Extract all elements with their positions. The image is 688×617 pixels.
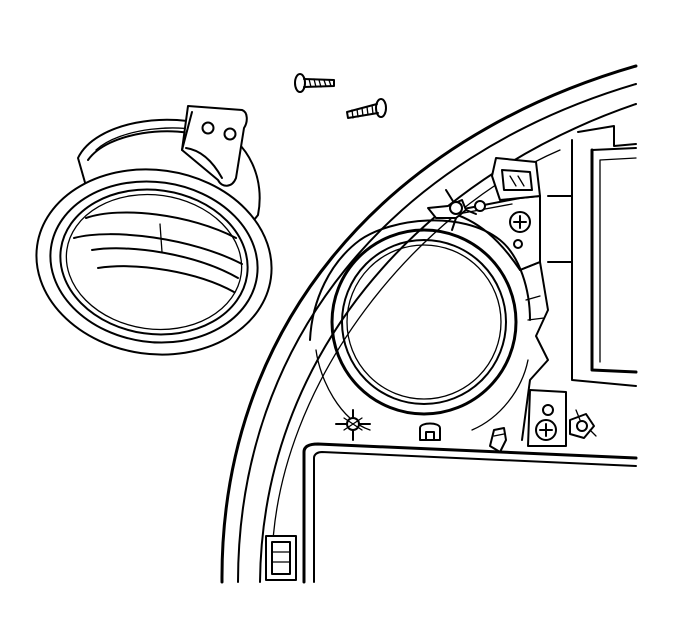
retainer-clip-icon — [265, 535, 297, 581]
screw-upper-icon — [294, 73, 335, 93]
instrument-panel — [220, 64, 638, 584]
outlet-opening — [330, 228, 518, 416]
upper-bracket — [447, 157, 541, 271]
air-outlet-assembly — [35, 105, 273, 356]
right-bracket — [519, 261, 597, 447]
fastener-upper-icon — [427, 189, 477, 231]
fastener-left-icon — [335, 409, 371, 441]
tab-bottom-right-icon — [489, 427, 507, 453]
cluster-housing — [547, 125, 638, 387]
screw-lower-icon — [346, 98, 387, 119]
clip-bottom-icon — [419, 422, 441, 441]
